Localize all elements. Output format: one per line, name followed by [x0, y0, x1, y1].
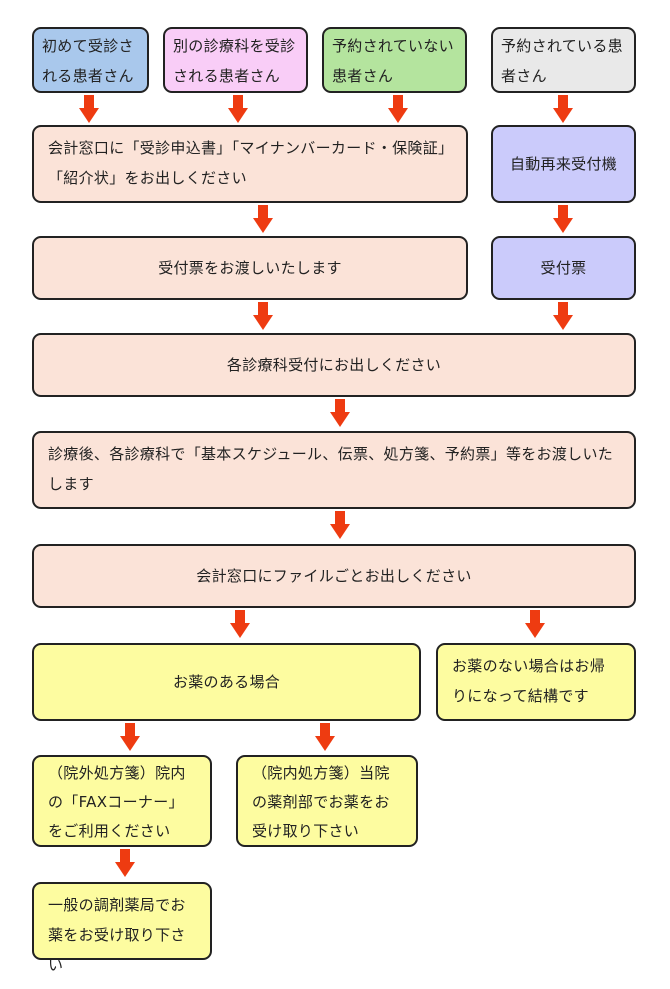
- ticket-label: 受付票: [540, 259, 587, 277]
- after-exam-box: 診療後、各診療科で「基本スケジュール、伝票、処方箋、予約票」等をお渡しいたします: [32, 431, 636, 509]
- department-reception-box: 各診療科受付にお出しください: [32, 333, 636, 397]
- arrow-down-icon: [525, 610, 545, 638]
- arrow-down-icon: [230, 610, 250, 638]
- submit-documents-label: 会計窓口に「受診申込書」「マイナンバーカード・保険証」「紹介状」をお出しください: [48, 139, 446, 187]
- arrow-down-icon: [553, 302, 573, 330]
- receive-ticket-box: 受付票をお渡しいたします: [32, 236, 468, 300]
- arrow-down-icon: [253, 302, 273, 330]
- file-to-cashier-box: 会計窓口にファイルごとお出しください: [32, 544, 636, 608]
- outside-prescription-label: （院外処方箋）院内の「FAXコーナー」をご利用ください: [48, 764, 186, 840]
- inside-prescription-label: （院内処方箋）当院の薬剤部でお薬をお受け取り下さい: [252, 764, 390, 840]
- arrow-down-icon: [228, 95, 248, 123]
- arrow-down-icon: [553, 95, 573, 123]
- appointment-patient-label: 予約されている患者さん: [501, 37, 623, 85]
- inside-prescription-box: （院内処方箋）当院の薬剤部でお薬をお受け取り下さい: [236, 755, 418, 847]
- arrow-down-icon: [388, 95, 408, 123]
- ticket-box: 受付票: [491, 236, 636, 300]
- arrow-down-icon: [120, 723, 140, 751]
- no-medicine-box: お薬のない場合はお帰りになって結構です: [436, 643, 636, 721]
- department-reception-label: 各診療科受付にお出しください: [226, 356, 442, 374]
- first-visit-patient-label: 初めて受診される患者さん: [42, 37, 134, 85]
- first-visit-patient-box: 初めて受診される患者さん: [32, 27, 149, 93]
- no-medicine-label: お薬のない場合はお帰りになって結構です: [452, 657, 606, 705]
- arrow-down-icon: [553, 205, 573, 233]
- after-exam-label: 診療後、各診療科で「基本スケジュール、伝票、処方箋、予約票」等をお渡しいたします: [48, 445, 614, 493]
- arrow-down-icon: [115, 849, 135, 877]
- file-to-cashier-label: 会計窓口にファイルごとお出しください: [196, 567, 472, 585]
- auto-reception-machine-label: 自動再来受付機: [509, 155, 618, 173]
- with-medicine-label: お薬のある場合: [172, 673, 281, 691]
- arrow-down-icon: [330, 511, 350, 539]
- outside-prescription-box: （院外処方箋）院内の「FAXコーナー」をご利用ください: [32, 755, 212, 847]
- submit-documents-box: 会計窓口に「受診申込書」「マイナンバーカード・保険証」「紹介状」をお出しください: [32, 125, 468, 203]
- no-appointment-patient-label: 予約されていない患者さん: [332, 37, 454, 85]
- pharmacy-label: 一般の調剤薬局でお薬をお受け取り下さい: [48, 896, 186, 974]
- arrow-down-icon: [330, 399, 350, 427]
- other-department-patient-box: 別の診療科を受診される患者さん: [163, 27, 308, 93]
- arrow-down-icon: [315, 723, 335, 751]
- other-department-patient-label: 別の診療科を受診される患者さん: [173, 37, 296, 85]
- arrow-down-icon: [253, 205, 273, 233]
- arrow-down-icon: [79, 95, 99, 123]
- appointment-patient-box: 予約されている患者さん: [491, 27, 636, 93]
- with-medicine-box: お薬のある場合: [32, 643, 421, 721]
- pharmacy-box: 一般の調剤薬局でお薬をお受け取り下さい: [32, 882, 212, 974]
- no-appointment-patient-box: 予約されていない患者さん: [322, 27, 467, 93]
- receive-ticket-label: 受付票をお渡しいたします: [158, 259, 342, 277]
- auto-reception-machine-box: 自動再来受付機: [491, 125, 636, 203]
